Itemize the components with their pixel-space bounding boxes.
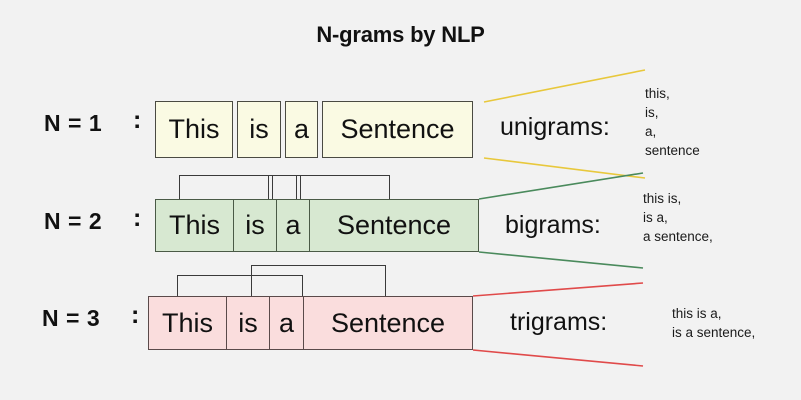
word-cell: Sentence bbox=[303, 296, 473, 350]
gram-label-bigrams: bigrams: bbox=[505, 211, 601, 239]
word-cell: a bbox=[285, 101, 318, 158]
row-label-n1: N = 1 bbox=[44, 110, 103, 136]
gram-list-bigrams: this is, is a, a sentence, bbox=[643, 191, 713, 244]
word-cell: This bbox=[155, 101, 233, 158]
word-cell: Sentence bbox=[309, 199, 479, 252]
word-cell: a bbox=[276, 199, 309, 252]
word-cell: is bbox=[233, 199, 276, 252]
row-colon-n1: : bbox=[133, 106, 142, 134]
word-cell: is bbox=[237, 101, 281, 158]
connector-trigram-bottom bbox=[472, 349, 644, 367]
gram-list-unigrams: this, is, a, sentence bbox=[645, 86, 700, 158]
bracket-bigram-1 bbox=[179, 175, 273, 200]
bracket-trigram-2 bbox=[251, 265, 386, 296]
bracket-bigram-2 bbox=[268, 175, 301, 200]
word-cell: This bbox=[155, 199, 233, 252]
row-label-n2: N = 2 bbox=[44, 208, 103, 234]
word-cell: This bbox=[148, 296, 226, 350]
word-cell: a bbox=[269, 296, 303, 350]
page-title: N-grams by NLP bbox=[316, 22, 485, 47]
gram-list-trigrams: this is a, is a sentence, bbox=[672, 306, 756, 340]
connector-trigram-top bbox=[472, 282, 644, 297]
word-cell: is bbox=[226, 296, 269, 350]
bracket-bigram-3 bbox=[296, 175, 390, 200]
wordstrip-n3: This is a Sentence bbox=[148, 296, 473, 350]
row-colon-n3: : bbox=[131, 301, 140, 329]
word-cell: Sentence bbox=[322, 101, 473, 158]
bracket-trigram-1 bbox=[177, 275, 303, 296]
connector-unigram-bottom bbox=[483, 157, 646, 179]
row-label-n3: N = 3 bbox=[42, 305, 101, 331]
connector-bigram-bottom bbox=[478, 251, 644, 269]
wordstrip-n1: This is a Sentence bbox=[155, 101, 473, 158]
connector-unigram-top bbox=[483, 69, 646, 103]
gram-label-trigrams: trigrams: bbox=[510, 308, 608, 336]
wordstrip-n2: This is a Sentence bbox=[155, 199, 479, 252]
connector-bigram-top bbox=[478, 172, 644, 200]
gram-label-unigrams: unigrams: bbox=[500, 113, 610, 141]
row-colon-n2: : bbox=[133, 204, 142, 232]
